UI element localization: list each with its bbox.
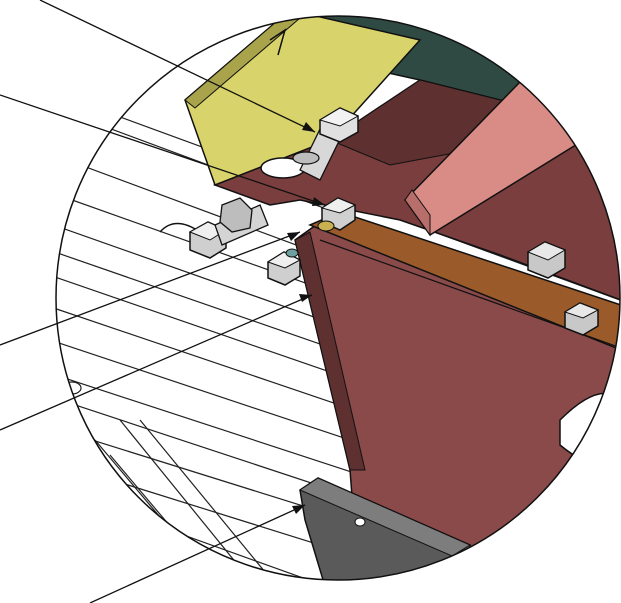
arrowhead-4	[299, 294, 312, 302]
leader-line-5	[89, 504, 306, 603]
maroon-plate-edge	[294, 231, 366, 471]
bracket-hole	[354, 517, 366, 527]
pink-gusset-edge	[404, 189, 431, 237]
detail-circle-outline	[55, 15, 621, 581]
bar-bolt-2	[563, 302, 600, 336]
small-nut-icon	[266, 248, 302, 286]
mid-bolt-icon	[317, 197, 357, 232]
leader-line-1	[39, 0, 316, 133]
long-bolt-icon	[292, 107, 360, 181]
leader-line-2	[0, 94, 326, 206]
grey-bracket-top	[298, 477, 472, 557]
loose-bolt-assembly-icon	[159, 197, 269, 259]
arrowhead-2	[312, 197, 325, 206]
leader-lines	[0, 0, 326, 603]
arrowhead-3	[287, 232, 300, 241]
arrowhead-1	[302, 122, 315, 132]
arrowhead-5	[292, 505, 305, 514]
leader-line-4	[0, 294, 313, 431]
bar-bolt-1	[526, 241, 567, 279]
yellow-panel-clip	[269, 28, 287, 56]
leader-arrowheads	[287, 122, 325, 514]
leader-line-3	[0, 231, 301, 346]
